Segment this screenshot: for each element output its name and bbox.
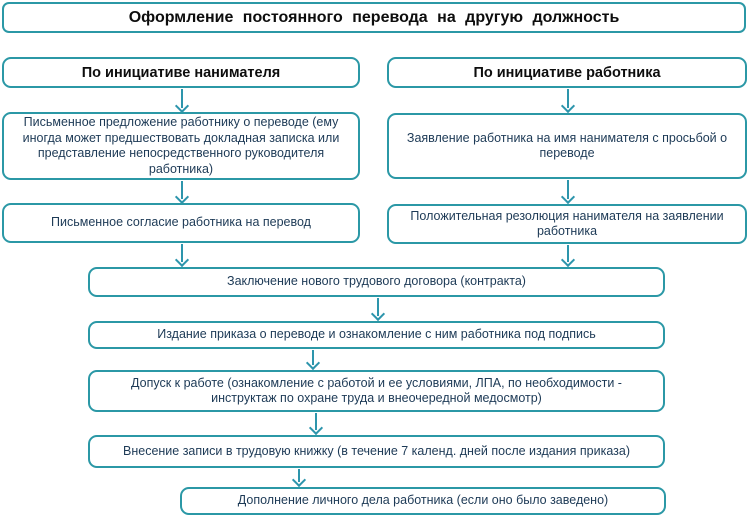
arrow-down-icon: [567, 89, 569, 108]
arrow-down-icon: [181, 181, 183, 199]
flow-step-box: Дополнение личного дела работника (если …: [180, 487, 666, 515]
flow-step-box: Положительная резолюция нанимателя на за…: [387, 204, 747, 244]
arrow-down-icon: [181, 89, 183, 108]
flow-step-box: Допуск к работе (ознакомление с работой …: [88, 370, 665, 412]
diagram-title: Оформление постоянного перевода на другу…: [2, 2, 746, 33]
right-branch-header: По инициативе работника: [387, 57, 747, 88]
arrow-down-icon: [567, 245, 569, 262]
arrow-down-icon: [315, 413, 317, 430]
arrow-down-icon: [567, 180, 569, 199]
flow-step-box: Издание приказа о переводе и ознакомлени…: [88, 321, 665, 349]
arrow-down-icon: [181, 244, 183, 262]
flow-step-box: Письменное согласие работника на перевод: [2, 203, 360, 243]
flow-step-box: Внесение записи в трудовую книжку (в теч…: [88, 435, 665, 468]
flow-step-box: Письменное предложение работнику о перев…: [2, 112, 360, 180]
arrow-down-icon: [377, 298, 379, 316]
arrow-down-icon: [312, 350, 314, 365]
left-branch-header: По инициативе нанимателя: [2, 57, 360, 88]
arrow-down-icon: [298, 469, 300, 482]
flow-step-box: Заключение нового трудового договора (ко…: [88, 267, 665, 297]
flow-step-box: Заявление работника на имя нанимателя с …: [387, 113, 747, 179]
